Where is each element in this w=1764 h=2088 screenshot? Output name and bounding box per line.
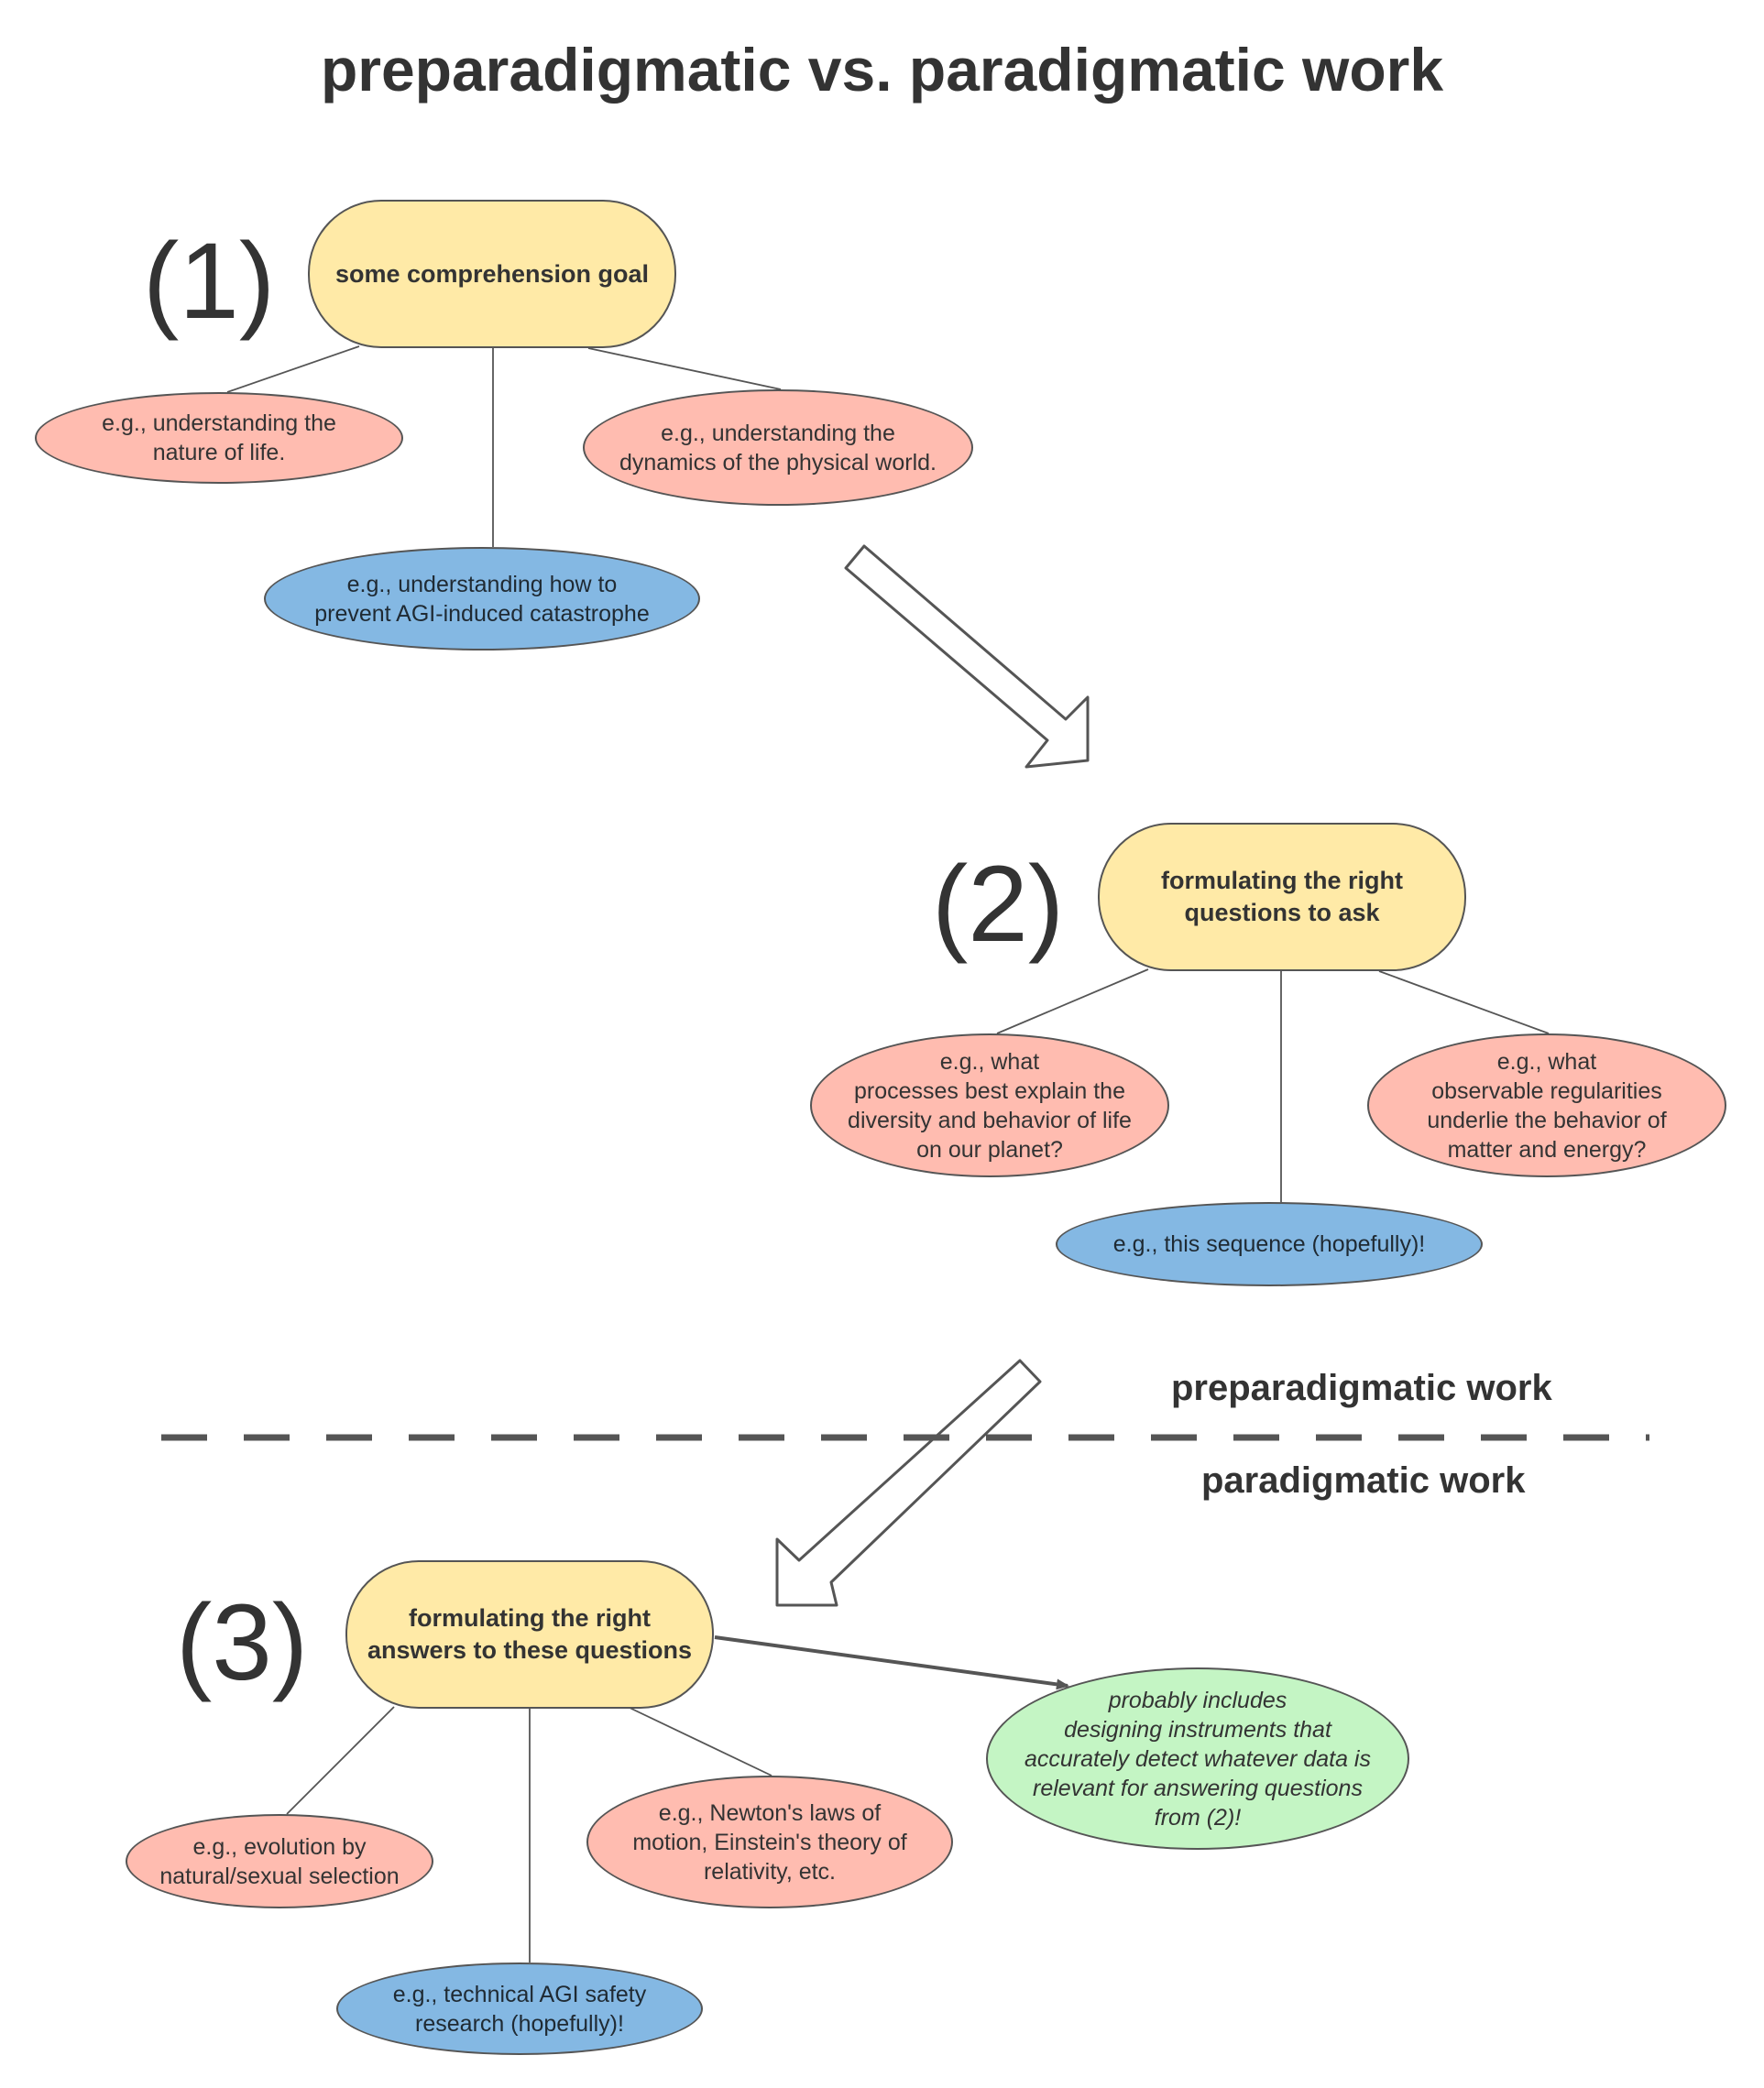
step-2-example-middle-text: e.g., this sequence (hopefully)!: [1112, 1231, 1426, 1257]
step-3-example-middle: e.g., technical AGI safety research (hop…: [336, 1962, 703, 2055]
step-3-note-text: probably includes designing instruments …: [1024, 1687, 1371, 1831]
connector-2-left: [996, 968, 1149, 1034]
step-2-number: (2): [932, 844, 1065, 965]
step-3-note: probably includes designing instruments …: [986, 1667, 1409, 1850]
paradigmatic-work-label: paradigmatic work: [1201, 1460, 1526, 1501]
step-1-example-left: e.g., understanding the nature of life.: [35, 392, 403, 484]
step-3-example-right: e.g., Newton's laws of motion, Einstein'…: [586, 1776, 953, 1908]
step-2-example-left: e.g., what processes best explain the di…: [810, 1033, 1169, 1177]
step-1-example-middle-text: e.g., understanding how to prevent AGI-i…: [314, 571, 650, 627]
step-3-connectors: [286, 1706, 772, 1962]
step-1-example-middle: e.g., understanding how to prevent AGI-i…: [264, 547, 700, 650]
connector-3-right: [627, 1706, 772, 1776]
step-1-example-right: e.g., understanding the dynamics of the …: [583, 389, 973, 506]
page-title: preparadigmatic vs. paradigmatic work: [320, 36, 1444, 104]
connector-2-right: [1378, 970, 1550, 1034]
note-arrow: [714, 1635, 1069, 1690]
step-3-example-middle-text: e.g., technical AGI safety research (hop…: [392, 1981, 647, 2037]
step-3-example-left-text: e.g., evolution by natural/sexual select…: [159, 1833, 400, 1889]
connector-3-left: [286, 1706, 395, 1815]
step-3-goal-node: formulating the right answers to these q…: [345, 1560, 714, 1709]
step-1-goal-text: some comprehension goal: [334, 259, 650, 288]
step-2-example-right: e.g., what observable regularities under…: [1367, 1033, 1726, 1177]
step-2-example-middle: e.g., this sequence (hopefully)!: [1056, 1202, 1483, 1286]
connector-1-right: [587, 347, 782, 390]
preparadigmatic-work-label: preparadigmatic work: [1171, 1368, 1552, 1408]
step-1-number: (1): [143, 221, 276, 342]
hollow-arrow-2-to-3: [775, 1359, 1042, 1607]
step-2-example-right-text: e.g., what observable regularities under…: [1427, 1048, 1667, 1163]
step-2-connectors: [996, 968, 1550, 1202]
step-2-goal-text: formulating the right questions to ask: [1161, 867, 1403, 926]
hollow-arrow-1-to-2: [844, 544, 1090, 769]
step-3-number: (3): [176, 1582, 309, 1703]
connector-1-left: [226, 345, 360, 393]
step-3-goal-text: formulating the right answers to these q…: [367, 1604, 693, 1664]
step-1-connectors: [226, 345, 782, 547]
step-3-example-right-text: e.g., Newton's laws of motion, Einstein'…: [632, 1799, 907, 1885]
step-3-example-left: e.g., evolution by natural/sexual select…: [126, 1814, 433, 1908]
step-1-example-right-text: e.g., understanding the dynamics of the …: [619, 420, 937, 476]
step-1-example-left-text: e.g., understanding the nature of life.: [102, 410, 336, 465]
step-2-goal-node: formulating the right questions to ask: [1098, 823, 1466, 971]
step-2-example-left-text: e.g., what processes best explain the di…: [848, 1048, 1132, 1163]
step-1-goal-node: some comprehension goal: [308, 200, 676, 348]
